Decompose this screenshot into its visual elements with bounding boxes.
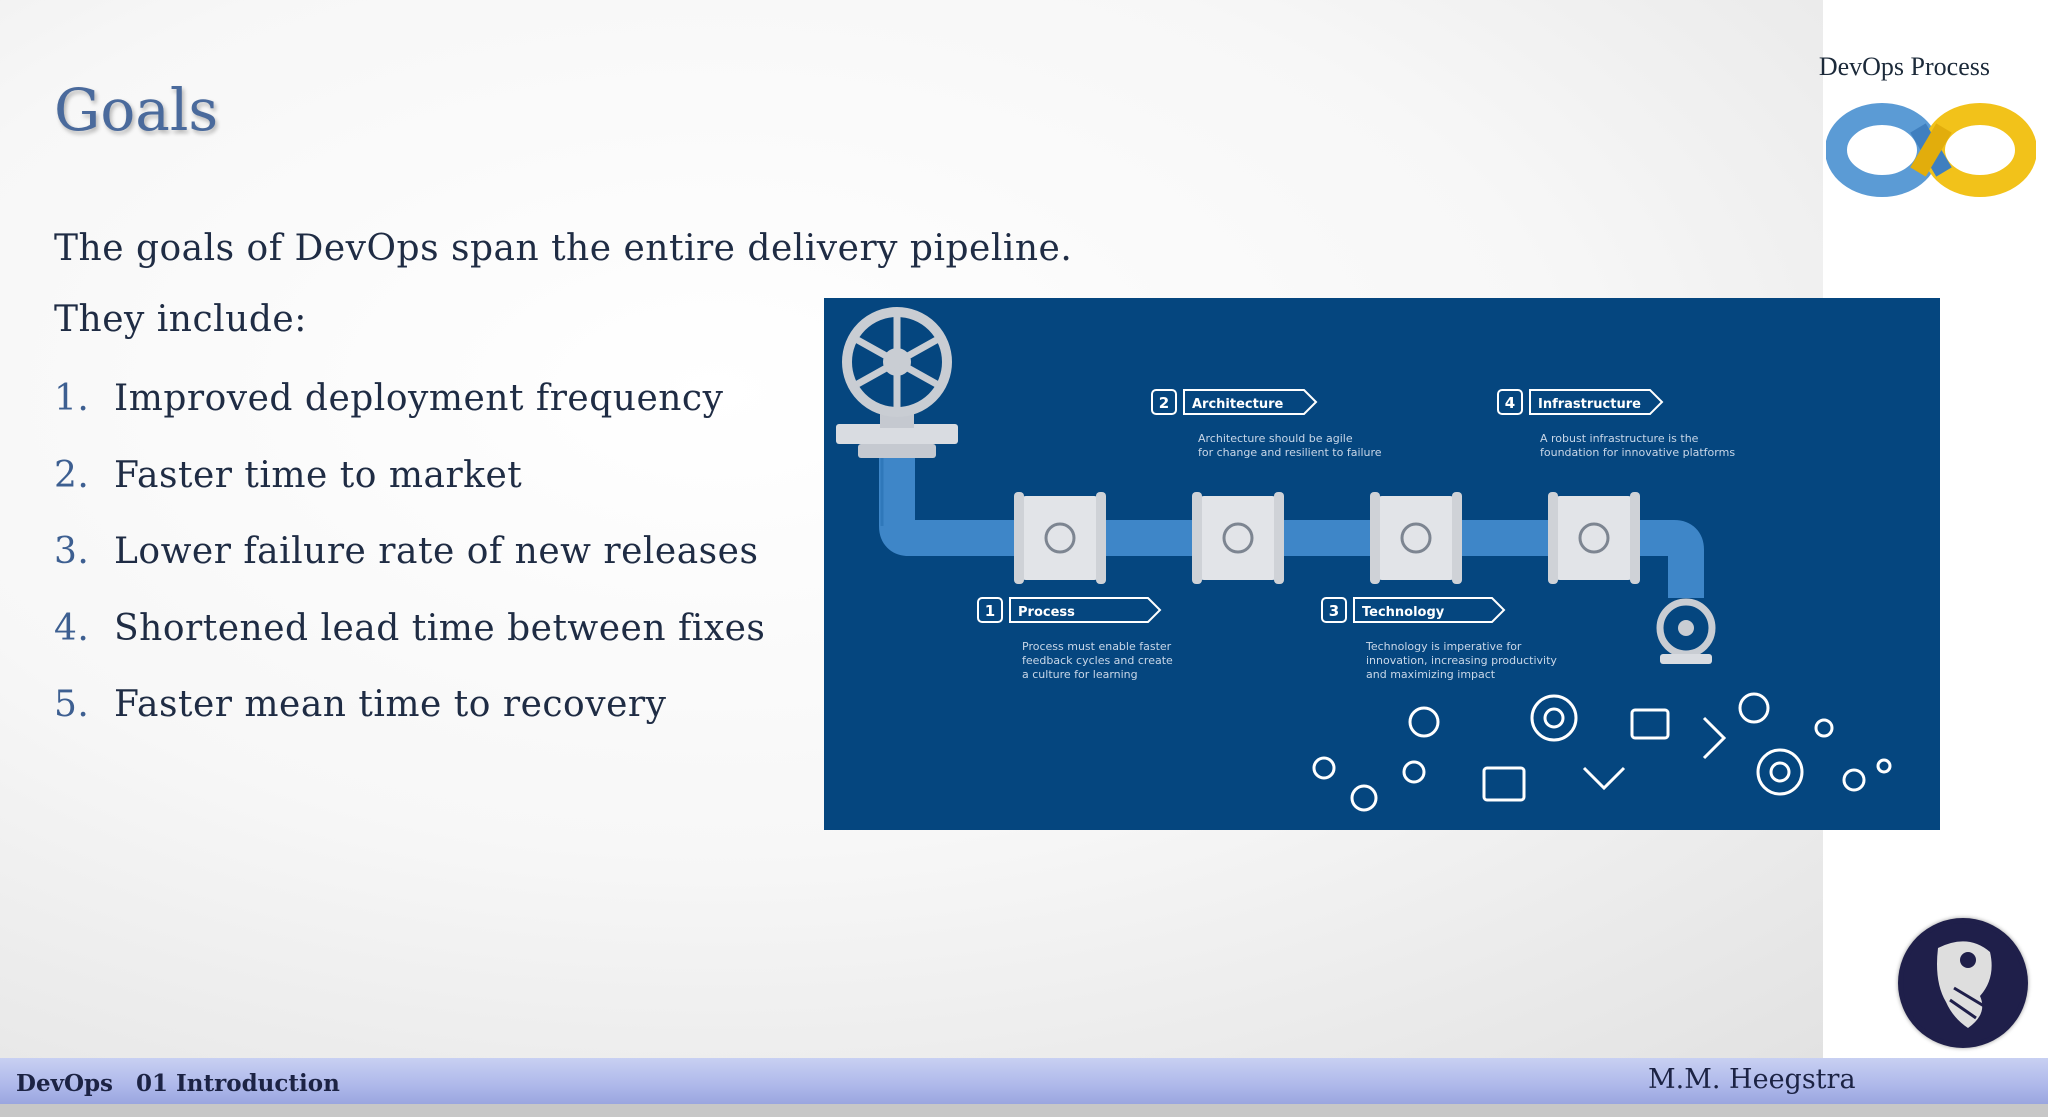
slide-title: Goals (54, 76, 219, 144)
goal-number: 2. (54, 454, 90, 496)
intro-line-1: The goals of DevOps span the entire deli… (54, 228, 1073, 269)
step-caption: innovation, increasing productivity (1366, 654, 1557, 667)
footer-course-title: DevOps (16, 1070, 114, 1097)
step-number: 1 (985, 602, 995, 620)
step-caption: Technology is imperative for (1365, 640, 1522, 653)
goal-number: 5. (54, 684, 90, 725)
step-label: Infrastructure (1538, 397, 1641, 412)
goal-list: 1. Improved deployment frequency 2. Fast… (54, 378, 765, 761)
step-caption: a culture for learning (1022, 668, 1138, 681)
pipe-joint (1014, 492, 1106, 584)
step-label: Technology (1362, 605, 1445, 620)
step-number: 3 (1329, 602, 1339, 620)
devops-process-label: DevOps Process (1818, 52, 1990, 81)
goal-text: Shortened lead time between fixes (114, 607, 766, 649)
goal-item: 1. Improved deployment frequency (54, 378, 765, 455)
goal-text: Improved deployment frequency (114, 378, 724, 419)
step-caption: Process must enable faster (1022, 640, 1172, 653)
step-label: Architecture (1192, 397, 1284, 412)
goal-item: 4. Shortened lead time between fixes (54, 608, 765, 685)
intro-line-2: They include: (54, 299, 307, 340)
footer-bar (0, 1058, 2048, 1104)
footer-author: M.M. Heegstra (1648, 1064, 1856, 1095)
footer-bottom-strip (0, 1104, 2048, 1117)
goal-item: 2. Faster time to market (54, 455, 765, 532)
goal-text: Lower failure rate of new releases (114, 531, 759, 572)
step-caption: A robust infrastructure is the (1540, 432, 1699, 445)
step-number: 2 (1159, 394, 1169, 412)
step-infrastructure: 4 Infrastructure A robust infrastructure… (1497, 389, 1735, 459)
goal-text: Faster time to market (114, 454, 523, 496)
outlet-valve-icon (1656, 598, 1716, 664)
step-number: 4 (1505, 394, 1515, 412)
valve-wheel-icon (836, 307, 958, 458)
step-technology: 3 Technology Technology is imperative fo… (1321, 597, 1557, 681)
footer-chapter-title: 01 Introduction (136, 1070, 340, 1097)
pipe-joint (1370, 492, 1462, 584)
goal-item: 3. Lower failure rate of new releases (54, 531, 765, 608)
pipe-joint (1192, 492, 1284, 584)
step-caption: for change and resilient to failure (1198, 446, 1382, 459)
goal-number: 3. (54, 531, 90, 572)
step-caption: Architecture should be agile (1198, 432, 1353, 445)
step-caption: and maximizing impact (1366, 668, 1496, 681)
pipeline-illustration: 2 Architecture Architecture should be ag… (836, 307, 1892, 812)
step-caption: feedback cycles and create (1022, 654, 1173, 667)
goal-text: Faster mean time to recovery (114, 684, 667, 725)
goal-number: 1. (54, 378, 90, 419)
step-process: 1 Process Process must enable faster fee… (977, 597, 1173, 681)
pipe (879, 458, 1704, 598)
pipe-joint (1548, 492, 1640, 584)
goal-item: 5. Faster mean time to recovery (54, 684, 765, 761)
step-caption: foundation for innovative platforms (1540, 446, 1735, 459)
step-architecture: 2 Architecture Architecture should be ag… (1151, 389, 1382, 459)
step-label: Process (1018, 605, 1075, 620)
pipeline-figure: 2 Architecture Architecture should be ag… (824, 298, 1940, 830)
university-emblem (1898, 918, 2028, 1048)
goal-number: 4. (54, 607, 90, 649)
devops-infinity-logo (1826, 103, 2036, 197)
technology-icons-cluster (1312, 692, 1892, 812)
